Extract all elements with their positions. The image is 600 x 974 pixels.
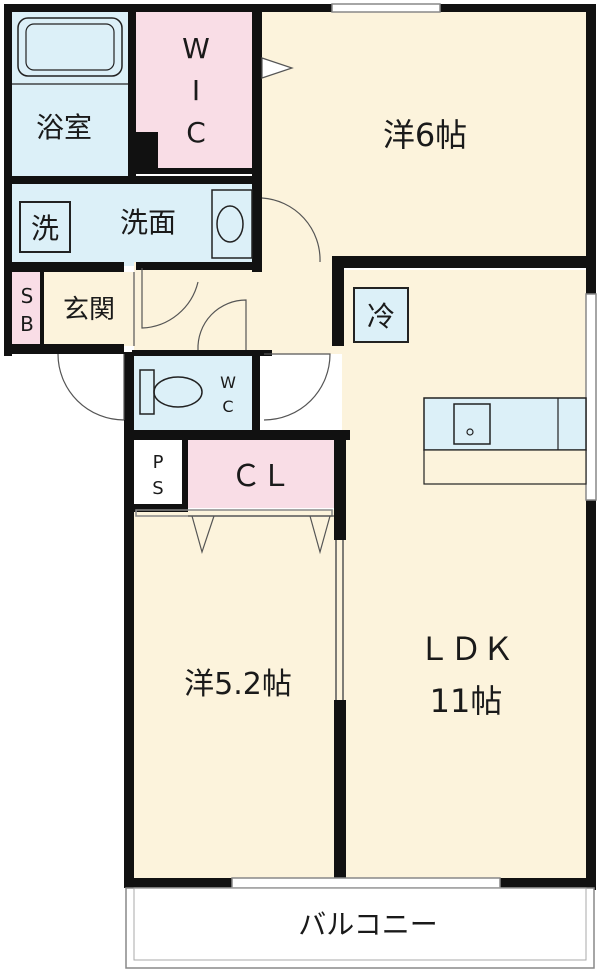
closet-door-left <box>191 515 215 555</box>
walls <box>4 4 596 890</box>
kitchen-backsplash <box>423 449 587 485</box>
sink-bowl <box>216 205 244 243</box>
toilet-door-swing <box>263 353 331 421</box>
room-label-wic-i: I <box>192 74 200 107</box>
room-label-balcony: バルコニー <box>298 908 437 941</box>
kitchen-counter <box>423 397 587 451</box>
room-label-ldk-size: 11帖 <box>430 682 503 720</box>
room-label-washroom: 洗面 <box>120 206 176 239</box>
wic-door-marker <box>261 57 294 79</box>
hall-door-swing-2 <box>197 299 247 351</box>
room-label-western-6: 洋6帖 <box>383 116 467 154</box>
washroom-door-swing <box>261 197 321 263</box>
room-label-wc-c: C <box>222 397 233 416</box>
shoe-box-floor <box>10 272 44 346</box>
closet-door-right <box>309 515 331 555</box>
entrance-door-swing <box>57 353 125 421</box>
ldk-floor <box>342 270 590 884</box>
western-52-floor <box>134 510 342 884</box>
room-label-ps-p: P <box>153 452 164 473</box>
kitchen-sink <box>453 403 491 445</box>
sink-counter <box>211 189 253 259</box>
washer-badge-label: 洗 <box>31 212 59 245</box>
room-label-western-52: 洋5.2帖 <box>184 667 292 702</box>
room-label-wc-w: W <box>220 373 236 392</box>
hall-floor <box>134 262 342 354</box>
washer-badge-box <box>19 201 71 253</box>
balcony-floor <box>125 887 595 969</box>
kitchen-drain <box>466 428 474 436</box>
room-label-wic-c: C <box>186 116 206 149</box>
closet-floor <box>188 440 334 508</box>
room-label-bath: 浴室 <box>36 111 92 144</box>
hall-door-swing-1 <box>141 268 199 329</box>
room-label-ps-s: S <box>152 478 163 499</box>
room-label-wic-w: W <box>182 32 210 65</box>
toilet-tank <box>139 369 155 415</box>
room-label-ldk: ＬＤＫ <box>418 630 514 668</box>
bathtub <box>17 17 123 77</box>
entrance-floor <box>44 272 134 346</box>
bathtub-inner <box>25 23 115 71</box>
room-label-sb-s: S <box>21 284 34 308</box>
room-label-sb-b: B <box>20 312 34 336</box>
toilet-bowl <box>153 376 203 408</box>
fridge-badge-box <box>353 287 409 343</box>
ps-floor <box>134 440 184 510</box>
room-label-closet: ＣＬ <box>231 459 291 494</box>
room-label-entrance: 玄関 <box>63 295 115 325</box>
fridge-badge-label: 冷 <box>367 300 395 333</box>
balcony-rail <box>133 887 587 961</box>
western-6-floor <box>262 10 590 262</box>
